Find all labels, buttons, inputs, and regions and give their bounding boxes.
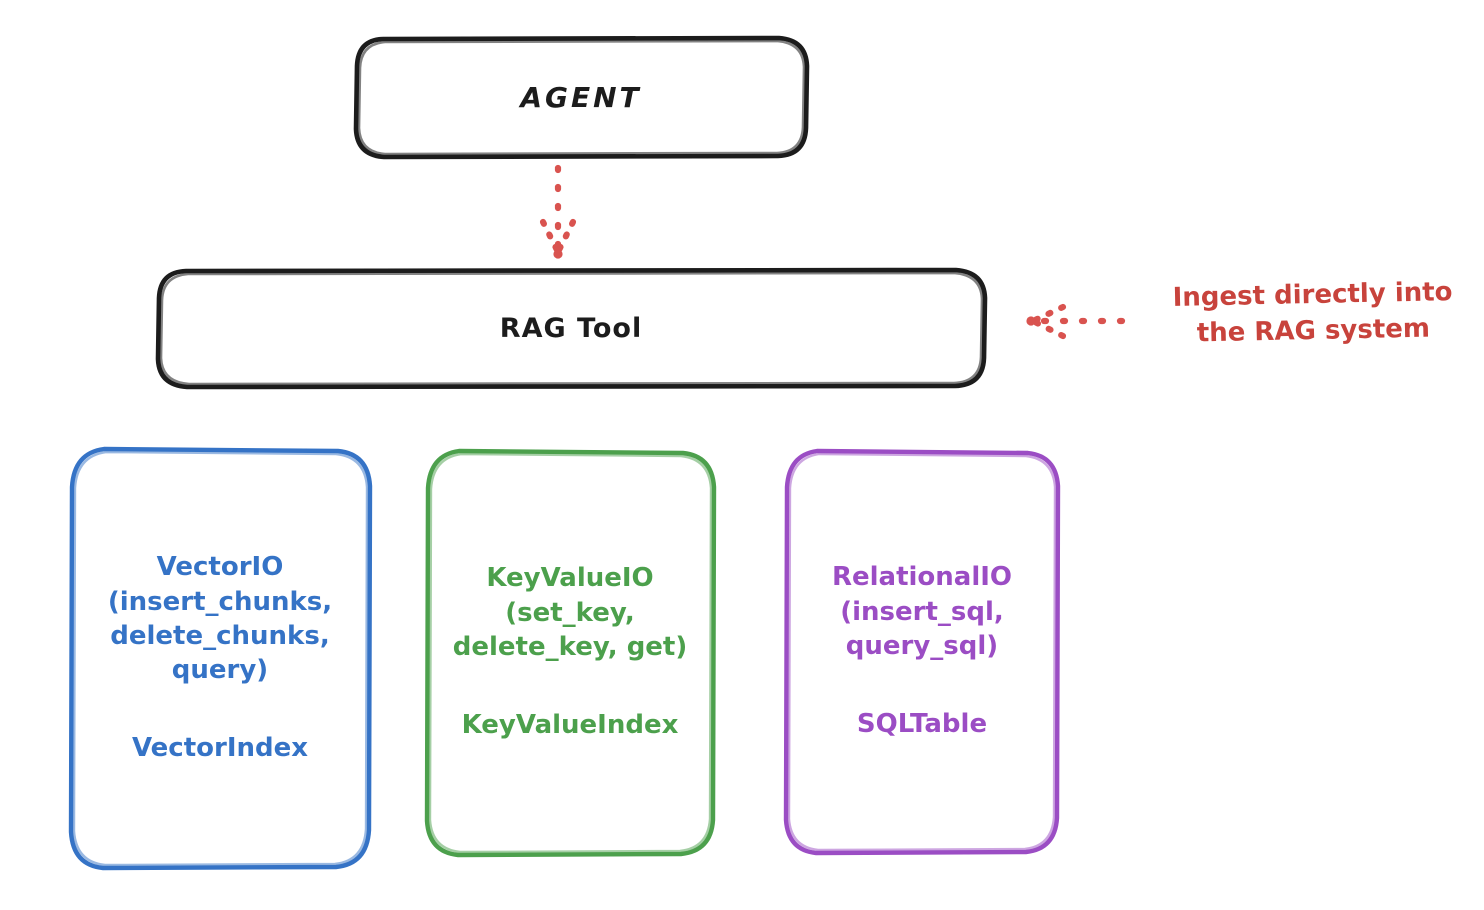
relational-io-box[interactable]: RelationalIO (insert_sql, query_sql) SQL…	[785, 450, 1059, 852]
vector-io-api-label: VectorIO (insert_chunks, delete_chunks, …	[107, 552, 333, 686]
agent-box-shape	[353, 35, 810, 160]
rag-tool-box[interactable]: RAG Tool	[157, 270, 985, 386]
agent-to-rag-connector	[539, 164, 577, 259]
key-value-io-box[interactable]: KeyValueIO (set_key, delete_key, get) Ke…	[425, 450, 715, 854]
relational-io-api-label: RelationalIO (insert_sql, query_sql)	[831, 562, 1013, 661]
rag-tool-label: RAG Tool	[499, 312, 643, 344]
key-value-io-api-label: KeyValueIO (set_key, delete_key, get)	[452, 563, 688, 662]
vector-io-box-shape	[68, 446, 373, 871]
vector-io-box[interactable]: VectorIO (insert_chunks, delete_chunks, …	[70, 448, 370, 868]
annotation-to-rag-connector	[1026, 303, 1126, 340]
sql-table-label: SQLTable	[856, 709, 988, 740]
key-value-index-label: KeyValueIndex	[461, 710, 679, 741]
ingest-annotation-label: Ingest directly into the RAG system	[1172, 277, 1453, 349]
vector-index-label: VectorIndex	[131, 733, 309, 764]
key-value-io-box-shape	[424, 448, 717, 858]
rag-tool-box-shape	[155, 267, 988, 390]
agent-box[interactable]: AGENT	[355, 38, 807, 156]
agent-label: AGENT	[520, 80, 642, 114]
relational-io-box-shape	[783, 448, 1061, 856]
